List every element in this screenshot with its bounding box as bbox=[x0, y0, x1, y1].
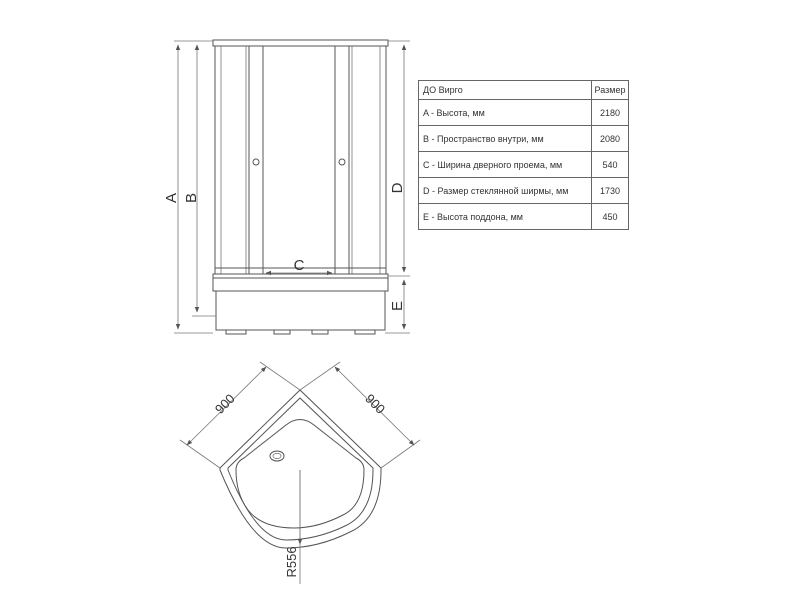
spec-row-label: A - Высота, мм bbox=[418, 99, 592, 126]
tray-foot bbox=[273, 330, 291, 335]
spec-table: ДО Вирго Размер A - Высота, мм 2180 B - … bbox=[418, 80, 629, 230]
spec-header-value: Размер bbox=[591, 80, 629, 100]
dim-e-label: E bbox=[389, 301, 406, 311]
drain bbox=[269, 450, 285, 462]
spec-row: A - Высота, мм 2180 bbox=[418, 99, 629, 126]
dim-right-line bbox=[334, 366, 415, 446]
bottom-rail bbox=[212, 273, 389, 279]
dim-left-line bbox=[186, 366, 267, 446]
tray-basin bbox=[235, 419, 365, 529]
right-door bbox=[334, 45, 350, 275]
dim-d-label: D bbox=[389, 182, 406, 193]
dim-right-label: 900 bbox=[362, 391, 388, 417]
dim-a-label: A bbox=[163, 193, 180, 203]
dim-left-label: 900 bbox=[212, 391, 238, 417]
tray-foot bbox=[354, 330, 376, 335]
spec-row-value: 2080 bbox=[591, 125, 629, 152]
door-handle bbox=[252, 158, 260, 166]
tray-outline-inner bbox=[227, 397, 374, 541]
spec-row: B - Пространство внутри, мм 2080 bbox=[418, 125, 629, 152]
shower-tray bbox=[212, 277, 389, 292]
tray-apron bbox=[215, 290, 386, 331]
spec-header-name: ДО Вирго bbox=[418, 80, 592, 100]
spec-row-label: C - Ширина дверного проема, мм bbox=[418, 151, 592, 178]
dim-left-ext bbox=[259, 361, 301, 391]
spec-row-value: 1730 bbox=[591, 177, 629, 204]
tray-foot bbox=[225, 330, 247, 335]
spec-row-value: 450 bbox=[591, 203, 629, 230]
drain-inner bbox=[272, 452, 282, 460]
top-view: 900 900 R556 bbox=[179, 361, 421, 584]
door-handle bbox=[338, 158, 346, 166]
spec-row: C - Ширина дверного проема, мм 540 bbox=[418, 151, 629, 178]
dim-left-ext bbox=[179, 439, 221, 469]
dim-right-ext bbox=[299, 361, 341, 391]
tray-foot bbox=[311, 330, 329, 335]
dim-c-label: C bbox=[294, 257, 305, 274]
left-door bbox=[248, 45, 264, 275]
top-rail bbox=[212, 39, 389, 47]
tray-outline-outer bbox=[219, 389, 382, 549]
dim-b-label: B bbox=[183, 193, 200, 203]
spec-row: D - Размер стеклянной ширмы, мм 1730 bbox=[418, 177, 629, 204]
front-view: A B C D E bbox=[163, 39, 410, 335]
radius-label: R556 bbox=[284, 546, 299, 577]
cabin-frame bbox=[214, 45, 387, 275]
spec-row-label: D - Размер стеклянной ширмы, мм bbox=[418, 177, 592, 204]
spec-row-label: B - Пространство внутри, мм bbox=[418, 125, 592, 152]
spec-row: E - Высота поддона, мм 450 bbox=[418, 203, 629, 230]
spec-row-value: 2180 bbox=[591, 99, 629, 126]
spec-row-label: E - Высота поддона, мм bbox=[418, 203, 592, 230]
dim-right-ext bbox=[380, 439, 421, 469]
spec-row-value: 540 bbox=[591, 151, 629, 178]
spec-table-header: ДО Вирго Размер bbox=[418, 80, 629, 100]
